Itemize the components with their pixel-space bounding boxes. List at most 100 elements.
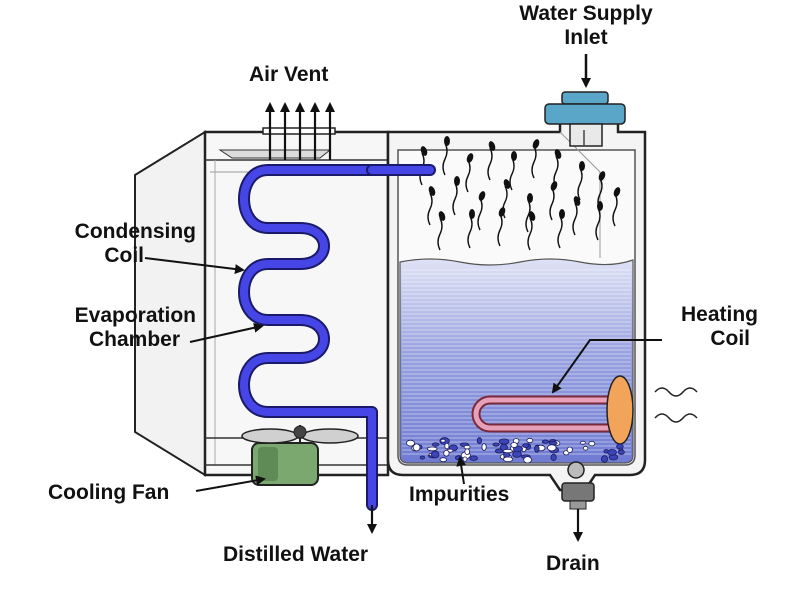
label-drain: Drain — [546, 552, 600, 575]
impurity-particle — [566, 446, 573, 453]
label-cooling-fan: Cooling Fan — [48, 481, 170, 504]
label-water-supply-inlet: Water Supply Inlet — [486, 2, 686, 50]
impurity-particle — [426, 446, 438, 452]
impurity-particle — [618, 449, 625, 455]
steam-droplet — [554, 149, 562, 159]
impurity-particle — [522, 443, 530, 449]
impurity-particle — [431, 450, 440, 459]
impurity-particle — [443, 449, 450, 457]
water-supply-valve — [544, 91, 626, 147]
impurity-particle — [405, 439, 415, 447]
label-water-supply-line1: Water Supply — [519, 2, 653, 25]
impurity-particle — [502, 456, 514, 462]
drain-fitting — [561, 461, 595, 510]
steam-droplet — [444, 136, 450, 146]
steam-wisp — [442, 142, 448, 176]
impurity-particle — [440, 438, 446, 443]
condensing-coil-pipe — [238, 164, 436, 511]
impurity-particle — [498, 438, 510, 445]
steam-droplet — [573, 196, 581, 206]
impurity-particle — [431, 442, 440, 447]
steam-wisp — [477, 197, 483, 231]
impurity-particle — [419, 455, 425, 460]
steam-wisp — [465, 159, 471, 193]
steam-droplet — [559, 209, 565, 219]
impurity-particle — [502, 448, 513, 454]
steam-wisp — [467, 215, 473, 249]
impurity-particle — [510, 442, 518, 448]
steam-wisp — [531, 145, 537, 179]
steam-droplet — [478, 191, 486, 201]
label-condensing-line1: Condensing — [74, 220, 196, 243]
impurity-particle — [412, 443, 421, 452]
steam-wisp — [595, 207, 601, 241]
impurity-particle — [526, 437, 534, 444]
steam-droplet — [454, 176, 460, 186]
impurity-particle — [469, 455, 478, 461]
impurities-layer — [405, 437, 625, 464]
impurity-particle — [541, 439, 550, 444]
steam-droplet — [428, 186, 436, 196]
boiler-tank — [386, 120, 647, 492]
steam-droplet — [613, 187, 621, 197]
label-water-supply-line2: Inlet — [564, 26, 608, 49]
label-heating-coil: Heating Coil — [640, 303, 758, 351]
steam-wisp — [557, 215, 563, 249]
steam-droplet — [466, 153, 474, 163]
heating-coil-pointer — [551, 339, 662, 394]
condensing-coil-pointer — [144, 257, 245, 274]
steam-wisp — [612, 193, 618, 227]
steam-wisps — [419, 136, 621, 251]
steam-wisp — [427, 192, 433, 226]
label-heating-line1: Heating — [680, 303, 758, 326]
condenser-housing — [134, 127, 390, 477]
cooling-fan-pointer — [195, 475, 266, 492]
steam-droplet — [550, 181, 558, 191]
label-distilled-water: Distilled Water — [223, 543, 369, 566]
impurity-particle — [523, 456, 532, 464]
steam-droplet — [469, 209, 475, 219]
label-condensing-coil: Condensing Coil — [20, 220, 196, 268]
label-air-vent: Air Vent — [249, 63, 329, 86]
label-evaporation-line2: Chamber — [88, 328, 180, 351]
steam-wisp — [509, 157, 515, 191]
evaporation-chamber-pointer — [189, 322, 264, 343]
steam-droplet — [527, 193, 533, 203]
steam-droplet — [488, 141, 496, 151]
air-vent-arrows — [265, 102, 335, 160]
impurity-particle — [601, 455, 609, 463]
impurity-particle — [607, 449, 617, 456]
steam-wisp — [452, 182, 458, 216]
impurity-particle — [492, 442, 500, 447]
steam-wisp — [437, 217, 443, 251]
steam-wisp — [577, 167, 583, 201]
water-lines — [402, 269, 631, 455]
impurity-particle — [464, 448, 471, 456]
steam-wisp — [527, 217, 533, 251]
steam-droplet — [498, 207, 506, 217]
steam-droplet — [579, 161, 585, 171]
steam-droplet — [532, 139, 540, 149]
impurity-particle — [580, 440, 586, 445]
impurity-particle — [462, 456, 468, 462]
impurity-particle — [550, 453, 557, 461]
steam-wisp — [525, 199, 531, 233]
steam-droplet — [528, 211, 536, 221]
steam-droplet — [597, 201, 603, 211]
steam-droplet — [503, 179, 511, 189]
impurity-particle — [582, 445, 589, 451]
steam-wisp — [497, 213, 503, 247]
label-evaporation-line1: Evaporation — [74, 304, 196, 327]
label-evaporation-chamber: Evaporation Chamber — [10, 304, 196, 352]
label-condensing-line2: Coil — [104, 244, 144, 267]
steam-droplet — [598, 171, 606, 181]
impurity-particle — [547, 444, 557, 452]
label-impurities: Impurities — [409, 483, 510, 506]
impurity-particle — [444, 442, 450, 450]
steam-droplet — [438, 211, 446, 221]
impurity-particle — [588, 440, 596, 447]
cooling-fan — [241, 425, 359, 486]
steam-wisp — [549, 187, 555, 221]
